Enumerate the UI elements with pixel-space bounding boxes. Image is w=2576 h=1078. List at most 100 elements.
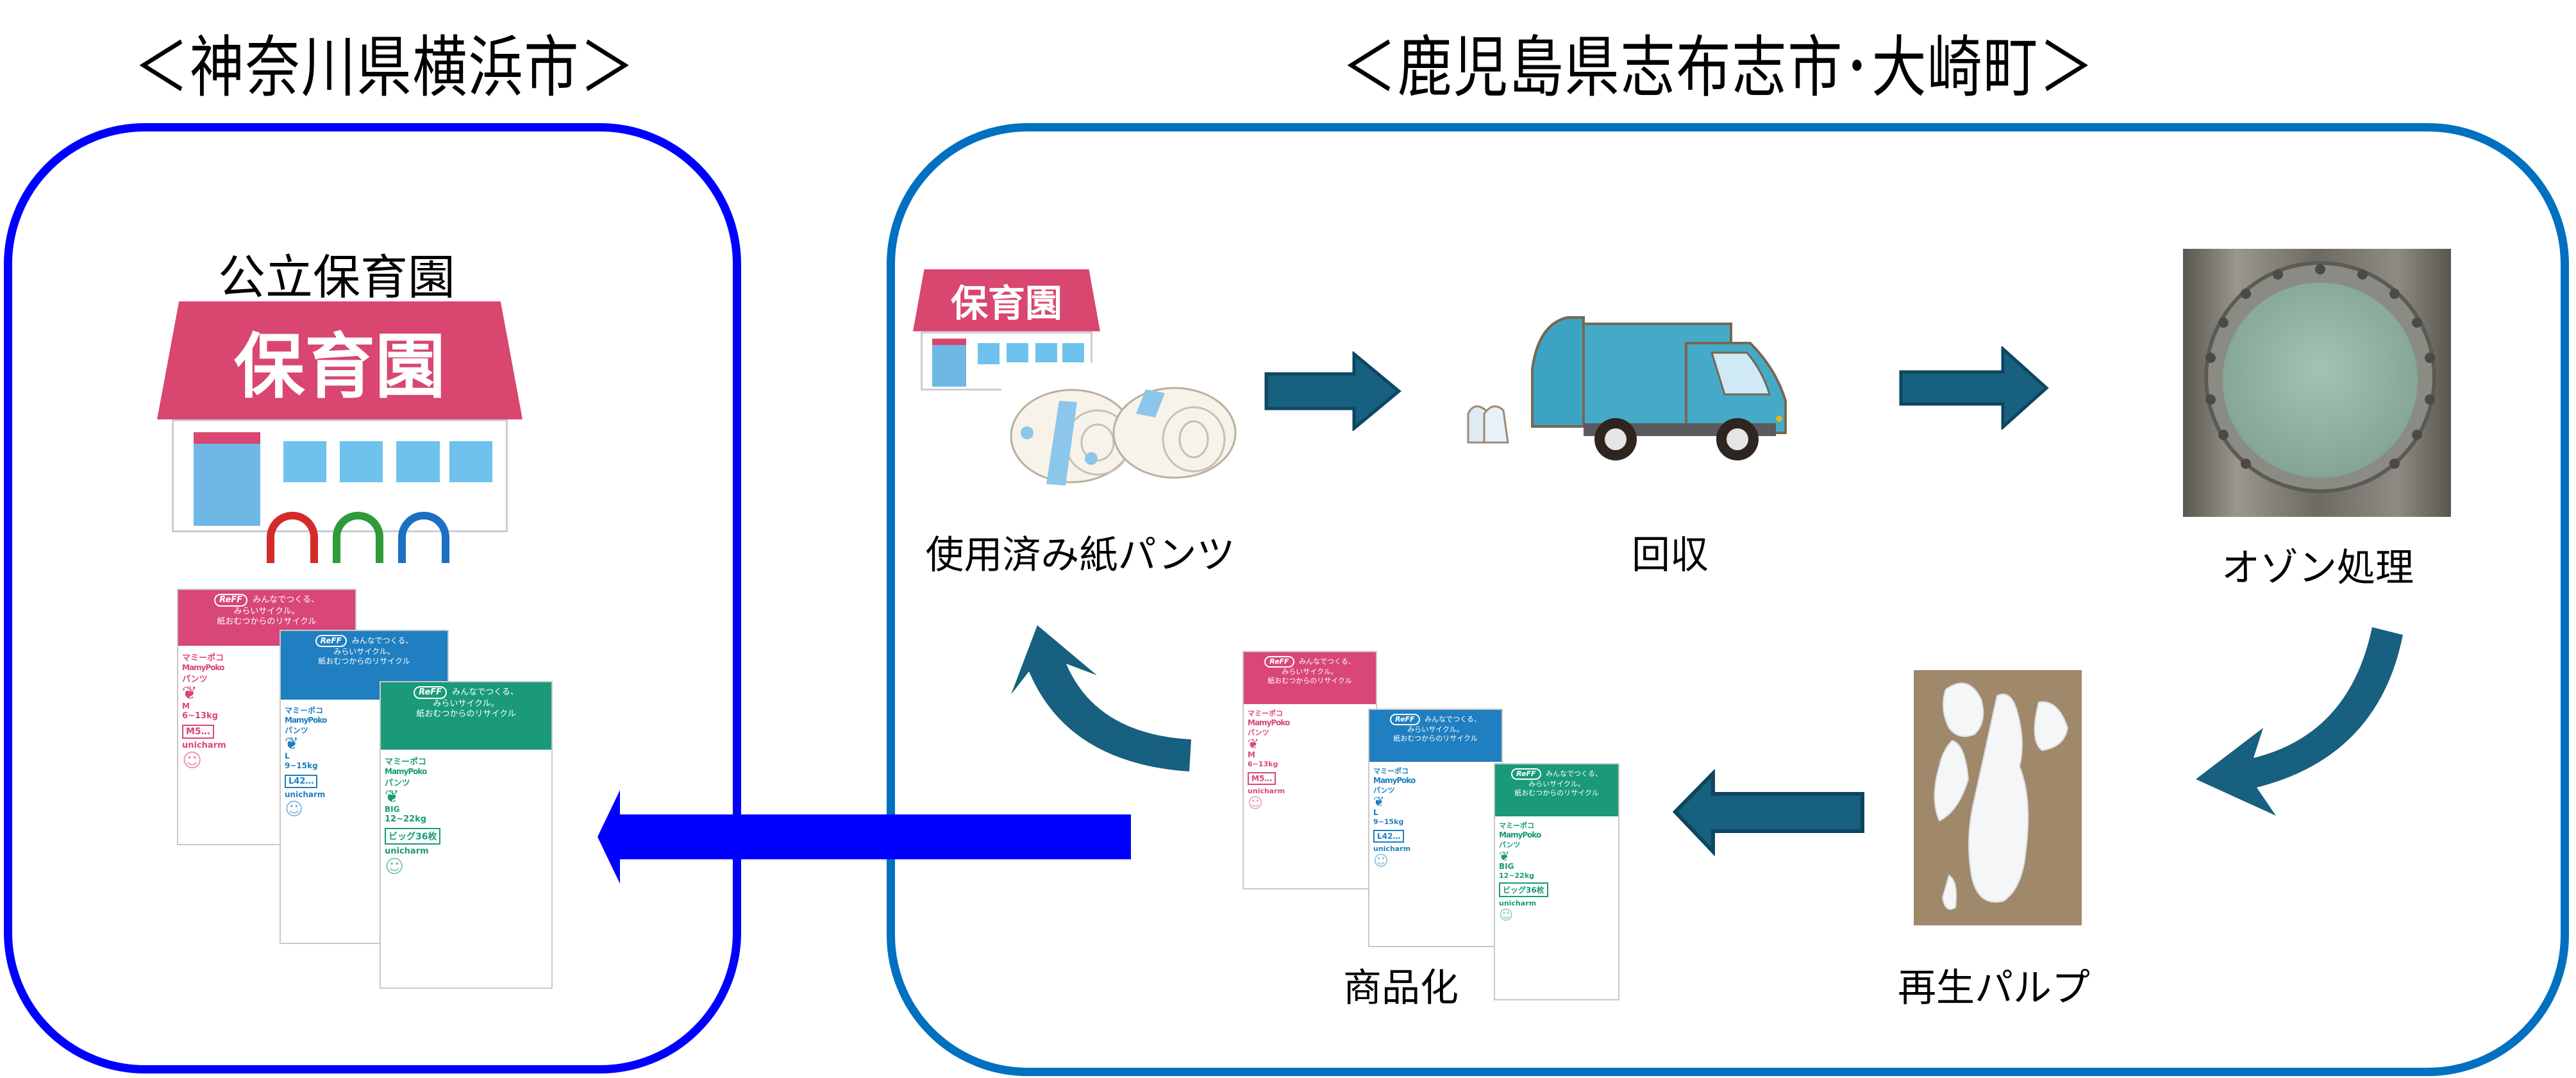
package-tagline: 紙おむつからのリサイクル: [416, 709, 516, 719]
play-arch-red: [267, 512, 318, 563]
reff-logo: ReFF: [214, 594, 248, 607]
package-size: M: [1248, 750, 1255, 759]
pulp-fibers: [1934, 682, 2069, 910]
package-header-band: ReFF みんなでつくる、 みらいサイクル。 紙おむつからのリサイクル: [1369, 710, 1501, 762]
nursery-roof: 保育園: [913, 269, 1100, 332]
package-header-band: ReFF みんなでつくる、 みらいサイクル。 紙おむつからのリサイクル: [1244, 652, 1376, 704]
step-pulp-label: 再生パルプ: [1898, 966, 2090, 1011]
brand-pants: パンツ: [285, 725, 308, 735]
package-big: ReFF みんなでつくる、 みらいサイクル。 紙おむつからのリサイクル マミーポ…: [380, 681, 553, 989]
package-body: マミーポコ MamyPoko パンツ ❦ L 9~15kg L42… unich…: [1369, 762, 1490, 946]
brand-pants: パンツ: [385, 778, 410, 788]
mascot-icon: ☺: [385, 855, 405, 877]
brand-kana: マミーポコ: [1248, 709, 1283, 718]
maker-logo: unicharm: [1248, 786, 1285, 795]
nursery-window: [978, 343, 1000, 364]
package-tagline: みらいサイクル。: [1528, 780, 1585, 788]
supply-arrow-shape: [598, 790, 1131, 884]
package-size: BIG: [385, 804, 400, 814]
nursery-sign: 保育園: [950, 282, 1062, 326]
brand-kana: マミーポコ: [1373, 766, 1409, 775]
package-tagline: 紙おむつからのリサイクル: [1393, 734, 1478, 743]
flow-arrow-to-start: [1011, 625, 1191, 771]
package-size: M: [182, 702, 190, 711]
play-arch-blue: [398, 512, 449, 563]
brand-logo: MamyPoko: [182, 663, 224, 673]
maker-logo: unicharm: [1499, 898, 1537, 907]
step-used-diapers-label: 使用済み紙パンツ: [925, 533, 1235, 578]
package-big: ReFF みんなでつくる、 みらいサイクル。 紙おむつからのリサイクル マミーポ…: [1494, 763, 1619, 1000]
package-body: マミーポコ MamyPoko パンツ ❦ M 6~13kg M5… unicha…: [178, 646, 276, 844]
package-count: M5…: [1248, 771, 1276, 785]
brand-pants: パンツ: [1248, 728, 1269, 737]
package-weight: 9~15kg: [285, 761, 318, 770]
package-weight: 6~13kg: [182, 711, 218, 721]
nursery-sign: 保育園: [234, 326, 446, 408]
brand-kana: マミーポコ: [1499, 821, 1534, 830]
arrow-shape: [1672, 770, 1864, 856]
package-tagline: 紙おむつからのリサイクル: [217, 617, 317, 627]
mascot-icon: ☺: [285, 798, 304, 820]
arrow-shape: [1264, 351, 1401, 431]
nursery-door: [932, 339, 966, 387]
mascot-icon: ☺: [1248, 795, 1263, 812]
reff-logo: ReFF: [1390, 714, 1420, 725]
leaf-icon: ❦: [1499, 848, 1510, 864]
reff-logo: ReFF: [1264, 656, 1294, 668]
arrow-shape: [1899, 346, 2049, 430]
package-tagline: みらいサイクル。: [1407, 725, 1464, 734]
yokohama-title: ＜神奈川県横浜市＞: [133, 28, 636, 106]
step-ozone-label: オゾン処理: [2221, 546, 2414, 591]
recycled-pulp-photo: [1914, 670, 2082, 925]
brand-kana: マミーポコ: [182, 653, 224, 664]
step-collection-label: 回収: [1632, 533, 1709, 578]
package-tagline: みんなでつくる、: [351, 636, 414, 645]
brand-pants: パンツ: [1373, 786, 1395, 795]
garbage-truck-icon: [1467, 316, 1787, 460]
package-weight: 12~22kg: [385, 814, 427, 824]
brand-logo: MamyPoko: [1373, 775, 1416, 785]
brand-pants: パンツ: [182, 675, 208, 685]
package-tagline: 紙おむつからのリサイクル: [1514, 789, 1599, 797]
package-weight: 6~13kg: [1248, 759, 1278, 768]
package-tagline: みらいサイクル。: [433, 699, 499, 709]
mascot-icon: ☺: [182, 750, 203, 773]
package-m: ReFF みんなでつくる、 みらいサイクル。 紙おむつからのリサイクル マミーポ…: [1242, 651, 1377, 889]
nursery-window: [449, 441, 493, 483]
flow-arrow-to-pulp: [2196, 627, 2403, 816]
used-diapers-icon: [1001, 362, 1245, 491]
package-count: L42…: [1373, 829, 1405, 843]
nursery-roof: 保育園: [157, 301, 523, 419]
flow-arrow-to-products: [1672, 770, 1864, 856]
nursery-window: [1062, 343, 1084, 364]
play-arch-green: [332, 512, 384, 563]
package-size: L: [285, 751, 290, 761]
maker-logo: unicharm: [385, 846, 429, 856]
ozone-tank-window: [2204, 261, 2436, 493]
package-body: マミーポコ MamyPoko パンツ ❦ BIG 12~22kg ビッグ36枚 …: [381, 750, 550, 988]
package-size: L: [1373, 807, 1378, 817]
package-tagline: みらいサイクル。: [233, 607, 300, 616]
package-tagline: みらいサイクル。: [1282, 668, 1338, 676]
nursery-wall: [171, 419, 508, 532]
brand-pants: パンツ: [1499, 840, 1521, 849]
package-tagline: みんなでつくる、: [452, 687, 519, 697]
step-commercialization-label: 商品化: [1343, 966, 1459, 1011]
flow-arrow-to-collection: [1264, 351, 1401, 431]
leaf-icon: ❦: [385, 786, 399, 807]
package-header-band: ReFF みんなでつくる、 みらいサイクル。 紙おむつからのリサイクル: [381, 682, 551, 750]
brand-logo: MamyPoko: [1248, 718, 1290, 727]
brand-logo: MamyPoko: [285, 715, 327, 725]
package-weight: 9~15kg: [1373, 817, 1404, 826]
flow-arrow-to-ozone: [1899, 346, 2049, 430]
reff-logo: ReFF: [1511, 768, 1541, 780]
package-tagline: みんなでつくる、: [1299, 657, 1355, 666]
package-l: ReFF みんなでつくる、 みらいサイクル。 紙おむつからのリサイクル マミーポ…: [1368, 709, 1503, 947]
maker-logo: unicharm: [1373, 844, 1411, 853]
nursery-window: [1035, 343, 1057, 364]
maker-logo: unicharm: [182, 741, 226, 751]
mascot-icon: ☺: [1499, 907, 1513, 923]
brand-kana: マミーポコ: [285, 705, 324, 715]
package-count: L42…: [285, 774, 318, 788]
package-body: マミーポコ MamyPoko パンツ ❦ M 6~13kg M5… unicha…: [1244, 704, 1364, 888]
